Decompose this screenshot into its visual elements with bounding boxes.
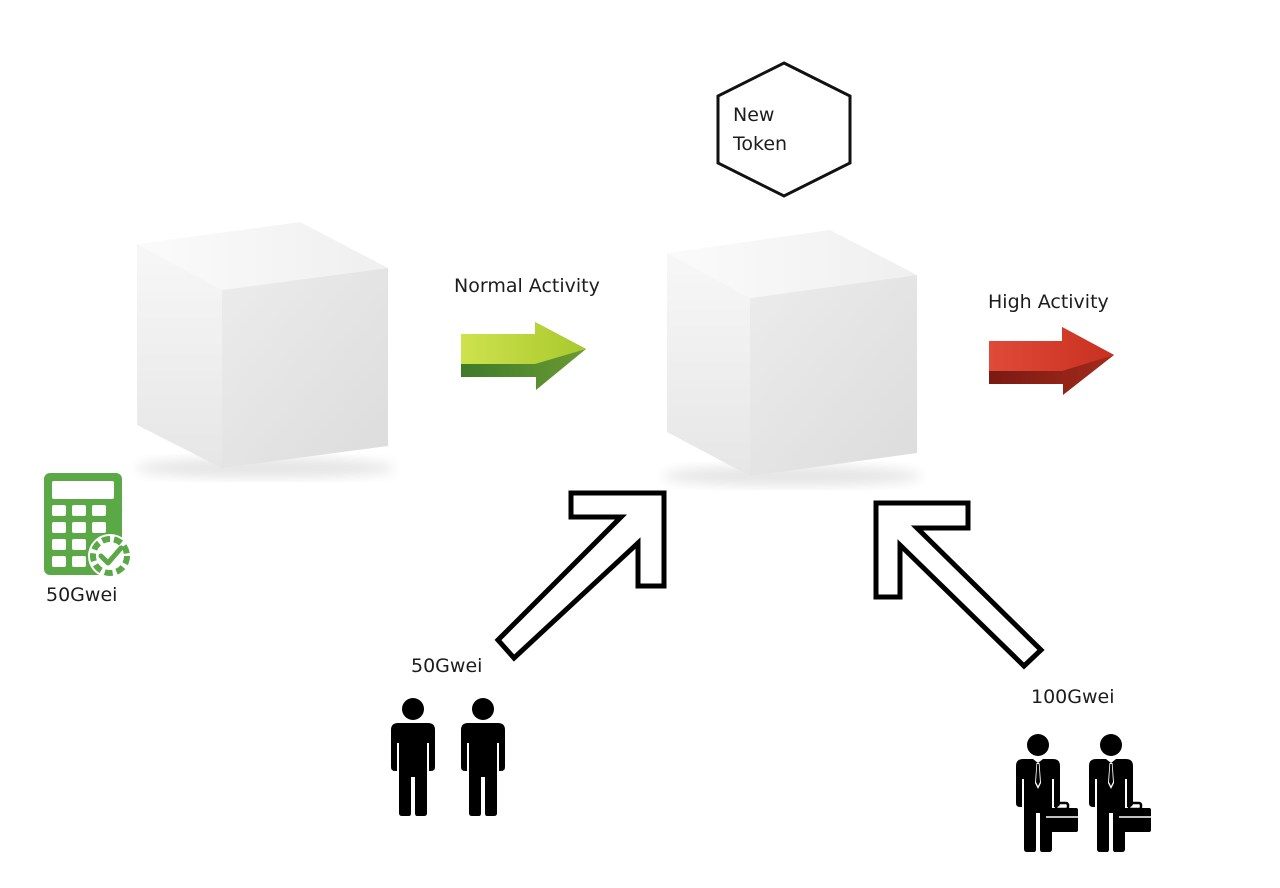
high-activity-arrow <box>989 327 1114 395</box>
business-users-gas-label: 100Gwei <box>1031 686 1115 708</box>
hollow-arrow-up-left <box>873 500 1045 670</box>
block-cube-middle <box>662 230 922 486</box>
businessman-briefcase-icon <box>1087 733 1153 853</box>
hollow-arrow-up-right <box>494 490 667 662</box>
calculator-gas-label: 50Gwei <box>46 584 118 606</box>
block-cube-left <box>135 222 395 478</box>
person-icon <box>461 698 505 816</box>
business-users-group <box>1014 733 1153 853</box>
high-activity-label: High Activity <box>988 291 1109 313</box>
businessman-briefcase-icon <box>1014 733 1080 853</box>
token-label: New Token <box>733 101 787 159</box>
token-label-line1: New <box>733 104 775 126</box>
normal-activity-arrow <box>461 322 586 390</box>
token-label-line2: Token <box>733 133 788 155</box>
token-hexagon <box>716 61 852 198</box>
regular-users-gas-label: 50Gwei <box>411 655 483 677</box>
regular-users-group <box>391 698 505 816</box>
normal-activity-label: Normal Activity <box>454 275 600 297</box>
calculator-check-icon <box>44 473 132 578</box>
person-icon <box>391 698 435 816</box>
